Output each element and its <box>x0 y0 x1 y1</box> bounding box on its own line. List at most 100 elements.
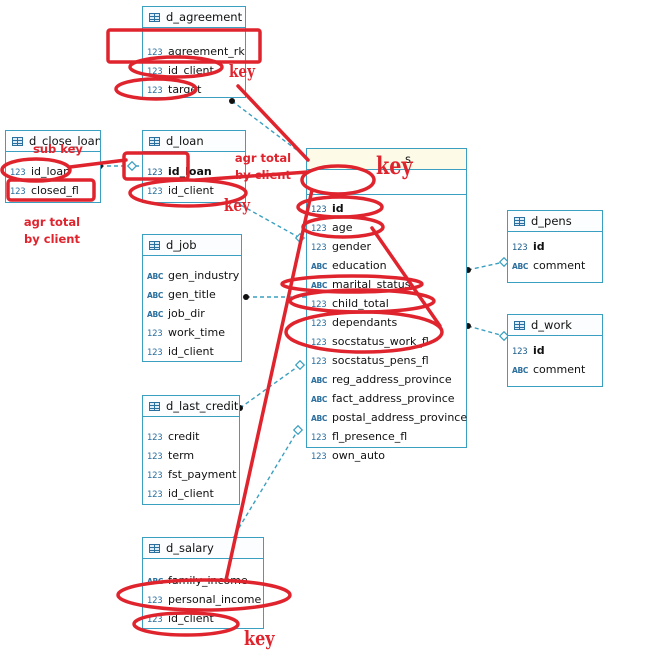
number-type-icon: 123 <box>147 490 163 500</box>
text-type-icon: ABC <box>147 272 164 281</box>
number-type-icon: 123 <box>147 348 163 358</box>
column-name: personal_income <box>168 593 262 606</box>
highlight-ellipse-clients-socstatus <box>284 310 444 354</box>
number-type-icon: 123 <box>147 67 163 77</box>
column-row[interactable]: 123 id_loan <box>6 162 100 181</box>
table-icon <box>149 13 160 22</box>
table-icon <box>149 241 160 250</box>
column-row[interactable]: 123 credit <box>143 427 239 446</box>
connector-end-dot <box>243 294 249 300</box>
column-name: id_loan <box>31 165 71 178</box>
column-name: work_time <box>168 326 225 339</box>
column-name: dependants <box>332 316 398 329</box>
connector-end-diamond <box>498 330 510 342</box>
highlight-ellipse-salary-personal-income <box>116 578 292 612</box>
column-row[interactable]: ABC comment <box>508 256 602 275</box>
column-row[interactable]: 123 id_client <box>143 181 245 200</box>
column-name: own_auto <box>332 449 385 462</box>
entity-title: d_last_credit <box>166 399 239 413</box>
column-name: job_dir <box>168 307 205 320</box>
key-type-icon: 123 <box>147 168 163 178</box>
number-type-icon: 123 <box>147 433 163 443</box>
entity-header: d_agreement <box>143 7 245 28</box>
column-name: comment <box>533 259 586 272</box>
annotation-sub-key: sub key <box>33 142 83 156</box>
table-icon <box>12 137 23 146</box>
column-name: id_loan <box>168 165 212 178</box>
text-type-icon: ABC <box>147 291 164 300</box>
highlight-box-loan-id <box>122 151 190 181</box>
entity-header: d_loan <box>143 131 245 152</box>
annotation-agr-total-mid: agr total by client <box>234 151 292 182</box>
entity-title: d_job <box>166 238 197 252</box>
number-type-icon: 123 <box>147 187 163 197</box>
connector-end-dot <box>229 98 235 104</box>
entity-header: d_job <box>143 235 241 256</box>
entity-header: d_work <box>508 315 602 336</box>
column-name: id <box>533 240 545 253</box>
table-icon <box>149 402 160 411</box>
column-name: gen_title <box>168 288 216 301</box>
column-name: closed_fl <box>31 184 79 197</box>
number-type-icon: 123 <box>311 357 327 367</box>
column-name: fact_address_province <box>332 392 455 405</box>
column-name: id_client <box>168 184 214 197</box>
text-type-icon: ABC <box>512 262 529 271</box>
column-name: fl_presence_fl <box>332 430 408 443</box>
arrow-salary-to-clients <box>224 188 314 582</box>
column-row[interactable]: 123 id_loan <box>143 162 245 181</box>
column-name: credit <box>168 430 200 443</box>
column-row[interactable]: ABC gen_title <box>143 285 241 304</box>
annotation-key: key <box>229 62 255 82</box>
arrow-loan-to-clients <box>194 170 310 182</box>
text-type-icon: ABC <box>311 262 328 271</box>
number-type-icon: 123 <box>10 168 26 178</box>
number-type-icon: 123 <box>147 471 163 481</box>
entity-title: d_pens <box>531 214 572 228</box>
entity-title: d_agreement <box>166 10 243 24</box>
highlight-ellipse-agreement-id-client <box>128 55 224 79</box>
entity-title: d_salary <box>166 541 214 555</box>
entity-d-loan[interactable]: d_loan 123 id_loan 123 id_client <box>142 130 246 203</box>
number-type-icon: 123 <box>147 452 163 462</box>
table-icon <box>514 217 525 226</box>
arrow-closeloan-to-loan <box>68 158 128 169</box>
number-type-icon: 123 <box>147 48 163 58</box>
number-type-icon: 123 <box>147 86 163 96</box>
highlight-box-agreement-rk <box>106 28 262 64</box>
